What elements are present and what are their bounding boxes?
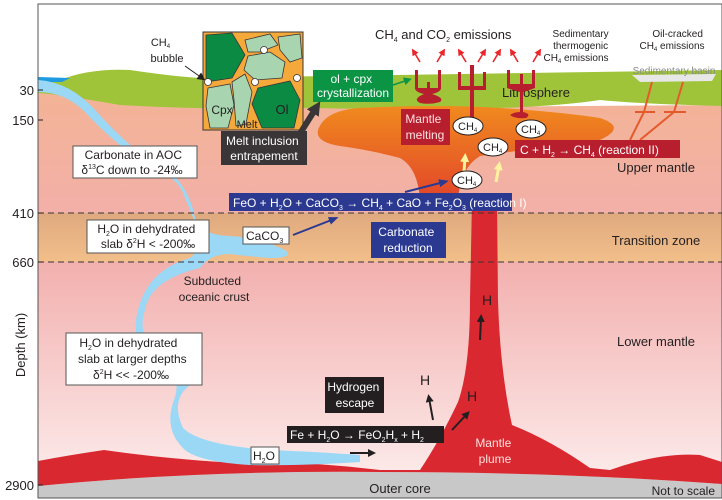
ch4-bubble-label: CH4 bubble (150, 37, 183, 65)
y-axis-label: Depth (km) (13, 313, 28, 377)
emission-arrows (411, 48, 542, 63)
svg-text:CH4: CH4 (483, 142, 503, 155)
methane-bubble: CH4 (452, 116, 484, 136)
depth-axis: 30 150 410 660 2900 Depth (km) (5, 83, 43, 493)
lower-mantle-label: Lower mantle (617, 334, 695, 349)
melt-inclusion-inset: Cpx Ol Melt (202, 31, 304, 131)
subducted-crust-label: Subducted oceanic crust (179, 274, 250, 304)
svg-text:Melt inclusion entrapeme: Melt inclusion entrapement (226, 134, 302, 163)
reaction-i-box: FeO + H2O + CaCO3 → CH4 + CaO + Fe2O3 (r… (229, 193, 527, 212)
svg-text:H2O: H2O (253, 449, 275, 465)
crystallization-box: ol + cpx crystallization (313, 70, 393, 102)
tick-label-410: 410 (12, 206, 34, 221)
sedimentary-emissions-label: Sedimentary thermogenic CH4 emissions (543, 29, 611, 65)
hydrogen-arrows: H H H (420, 292, 492, 431)
tick-label-2900: 2900 (5, 478, 34, 493)
reaction-ii-box: C + H2 → CH4 (reaction II) (515, 140, 680, 159)
basin-dikes (629, 81, 686, 141)
svg-text:CH4: CH4 (458, 121, 478, 134)
outer-core-label: Outer core (369, 481, 430, 496)
ol-label: Ol (276, 102, 289, 117)
carbonate-reduction-box: Carbonate reduction (371, 222, 446, 258)
mantle-plume-label: Mantle plume (475, 436, 514, 466)
mantle-melting-box: Mantle melting (401, 109, 450, 145)
oil-cracked-emissions-label: Oil-cracked CH4 emissions (639, 29, 705, 53)
caco3-arrow (292, 217, 339, 236)
cpx-label: Cpx (211, 103, 232, 117)
fe-reaction-box: Fe + H2O → FeO2Hx + H2 (287, 426, 444, 444)
svg-text:Carbonate reduction: Carbonate reduction (378, 225, 437, 255)
ch4-co2-emissions-label: CH4 and CO2 emissions (375, 27, 512, 44)
not-to-scale-note: Not to scale (652, 484, 716, 498)
reaction-i-arrow-to-ch4 (404, 179, 449, 193)
svg-text:H: H (420, 372, 430, 388)
rising-methane-arrows (460, 153, 503, 183)
transition-zone-label: Transition zone (612, 233, 700, 248)
svg-text:C + H2 → CH4 (reaction II): C + H2 → CH4 (reaction II) (520, 143, 659, 159)
hydrogen-escape-box: Hydrogen escape (325, 377, 384, 413)
tick-label-30: 30 (20, 83, 34, 98)
svg-text:Mantle melting: Mantle melting (405, 112, 444, 142)
h2o-deep-box: H2O in dehydrated slab at larger depths … (65, 332, 203, 386)
carbonate-aoc-box: Carbonate in AOC δ13C down to -24‰ (72, 145, 198, 179)
svg-text:Fe + H2O → FeO2Hx + H2: Fe + H2O → FeO2Hx + H2 (290, 428, 424, 444)
svg-text:FeO + H2O + CaCO3 → CH4 + CaO: FeO + H2O + CaCO3 → CH4 + CaO + Fe2O3 (r… (233, 196, 527, 212)
caco3-box: CaCO3 (242, 226, 290, 245)
tick-label-150: 150 (12, 113, 34, 128)
h2o-small-box: H2O (250, 446, 280, 465)
sedimentary-basin-label: Sedimentary basin (633, 66, 716, 77)
svg-text:Hydrogen escape: Hydrogen escape (327, 380, 382, 410)
bubble-pointer (184, 65, 206, 81)
diagram-frame (37, 3, 722, 499)
svg-text:CH4: CH4 (521, 124, 541, 137)
svg-text:CaCO3: CaCO3 (246, 229, 283, 245)
svg-text:ol + cpx crystallization: ol + cpx crystallization (317, 72, 389, 100)
svg-text:CH4: CH4 (457, 175, 477, 188)
crystallization-arrow (392, 77, 412, 86)
tick-label-660: 660 (12, 255, 34, 270)
methane-bubble: CH4 (515, 119, 547, 139)
h2o-dehydrated-box: H2O in dehydrated slab δ2H < -200‰ (86, 219, 210, 254)
methane-bubble: CH4 (477, 137, 509, 157)
melt-label: Melt (237, 119, 258, 131)
mantle-plume (38, 200, 722, 486)
ocean (38, 77, 70, 82)
svg-text:H: H (482, 292, 492, 308)
sedimentary-basin (632, 74, 716, 82)
magma-dikes (415, 65, 535, 129)
outer-core (38, 471, 722, 498)
svg-text:Carbonate in AOC δ13C do: Carbonate in AOC δ13C down to -24‰ (81, 148, 185, 177)
svg-text:H2O in dehydrated slab a: H2O in dehydrated slab at larger depths … (78, 336, 190, 382)
svg-text:H2O in dehydrated slab δ: H2O in dehydrated slab δ2H < -200‰ (97, 222, 198, 251)
methane-bubble: CH4 (451, 170, 483, 190)
upper-mantle-label: Upper mantle (617, 160, 695, 175)
svg-text:H: H (467, 388, 477, 404)
melt-inclusion-box: Melt inclusion entrapement (221, 131, 307, 165)
